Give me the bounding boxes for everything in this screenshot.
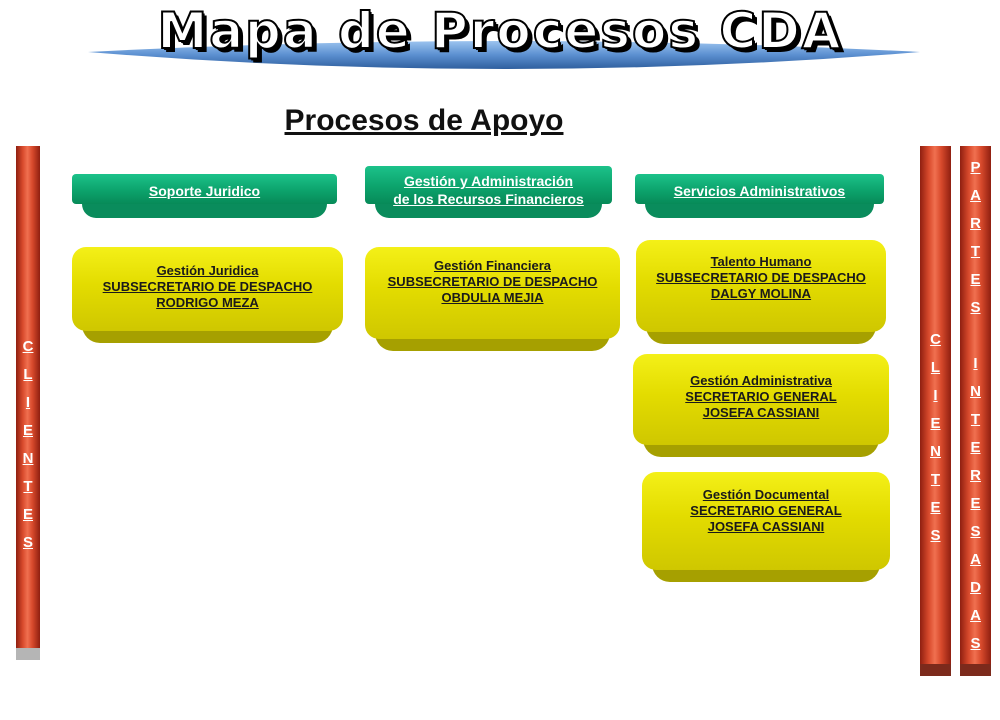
partes-interesadas-bar-label-letter <box>960 322 991 350</box>
process-talento-humano-person: DALGY MOLINA <box>710 286 812 301</box>
process-gestion-administrativa-role: SECRETARIO GENERAL <box>685 389 837 404</box>
clientes-bar-right-label-letter: E <box>930 415 941 432</box>
process-gestion-financiera-person: OBDULIA MEJIA <box>441 290 544 305</box>
partes-interesadas-bar-label-letter: A <box>970 551 981 568</box>
process-gestion-documental-name: Gestión Documental <box>702 487 830 502</box>
partes-interesadas-bar-label-letter: E <box>970 495 981 512</box>
clientes-bar-left-label-letter: E <box>22 422 33 439</box>
process-gestion-documental-person: JOSEFA CASSIANI <box>707 519 825 534</box>
clientes-bar-left-label-letter: E <box>22 506 33 523</box>
category-gestion-recursos-financieros: Gestión y Administración de los Recursos… <box>365 166 612 218</box>
partes-interesadas-bar-label-letter: A <box>970 607 981 624</box>
clientes-bar-left-label-letter: T <box>23 478 33 495</box>
main-title: Mapa de Procesos CDA <box>157 1 843 61</box>
process-gestion-juridica: Gestión Juridica SUBSECRETARIO DE DESPAC… <box>72 247 343 343</box>
partes-interesadas-bar-label-letter: N <box>970 383 981 400</box>
clientes-bar-right-label-letter: T <box>930 471 941 488</box>
clientes-bar-left-label-letter: I <box>25 394 31 411</box>
clientes-bar-right-label-letter: L <box>930 359 941 376</box>
clientes-bar-right-label-letter: I <box>933 387 938 404</box>
partes-interesadas-bar-label-letter: D <box>970 579 981 596</box>
category-soporte-juridico-label: Soporte Juridico <box>148 183 261 199</box>
process-gestion-documental-role: SECRETARIO GENERAL <box>690 503 842 518</box>
process-gestion-juridica-person: RODRIGO MEZA <box>156 295 259 310</box>
category-servicios-administrativos-label: Servicios Administrativos <box>673 183 846 199</box>
section-title: Procesos de Apoyo <box>284 104 564 137</box>
clientes-bar-left-label-letter: N <box>22 450 34 467</box>
partes-interesadas-bar-label-letter: T <box>970 411 981 428</box>
partes-interesadas-bar-label-letter: R <box>970 215 981 232</box>
clientes-bar-right-label-letter: C <box>930 331 941 348</box>
partes-interesadas-bar-label-letter: I <box>973 355 978 372</box>
partes-interesadas-bar-label-letter: A <box>970 187 981 204</box>
partes-interesadas-bar-label-letter: P <box>970 159 981 176</box>
process-talento-humano-name: Talento Humano <box>710 254 812 269</box>
partes-interesadas-bar-label-letter: S <box>970 523 981 540</box>
clientes-bar-right-label-letter: N <box>930 443 941 460</box>
clientes-bar-left-label-letter: S <box>22 534 33 551</box>
clientes-bar-right-label-letter: S <box>930 527 941 544</box>
process-gestion-financiera-role: SUBSECRETARIO DE DESPACHO <box>387 274 598 289</box>
partes-interesadas-bar-label-letter: E <box>970 439 981 456</box>
category-gestion-recursos-financieros-line1: Gestión y Administración <box>403 173 574 189</box>
process-talento-humano-role: SUBSECRETARIO DE DESPACHO <box>656 270 866 285</box>
process-gestion-administrativa-name: Gestión Administrativa <box>690 373 832 388</box>
category-servicios-administrativos: Servicios Administrativos <box>635 174 884 218</box>
header-banner <box>88 41 920 69</box>
partes-interesadas-bar-label-letter: R <box>970 467 981 484</box>
process-talento-humano: Talento Humano SUBSECRETARIO DE DESPACHO… <box>636 240 886 344</box>
process-gestion-administrativa: Gestión Administrativa SECRETARIO GENERA… <box>633 354 889 457</box>
partes-interesadas-bar-label-letter: E <box>970 271 981 288</box>
category-gestion-recursos-financieros-line2: de los Recursos Financieros <box>393 191 584 207</box>
partes-interesadas-bar-label-letter: T <box>970 243 981 260</box>
process-gestion-juridica-role: SUBSECRETARIO DE DESPACHO <box>102 279 313 294</box>
process-gestion-juridica-name: Gestión Juridica <box>156 263 259 278</box>
partes-interesadas-bar-label-letter: S <box>970 299 981 316</box>
clientes-bar-left-label-letter: L <box>23 366 33 383</box>
clientes-bar-right-label-letter: E <box>930 499 941 516</box>
process-gestion-administrativa-person: JOSEFA CASSIANI <box>702 405 820 420</box>
clientes-bar-left-label-letter: C <box>22 338 34 355</box>
process-gestion-documental: Gestión Documental SECRETARIO GENERAL JO… <box>642 472 890 582</box>
process-gestion-financiera: Gestión Financiera SUBSECRETARIO DE DESP… <box>365 247 620 351</box>
process-gestion-financiera-name: Gestión Financiera <box>433 258 552 273</box>
partes-interesadas-bar-label-letter: S <box>970 635 981 652</box>
category-soporte-juridico: Soporte Juridico <box>72 174 337 218</box>
